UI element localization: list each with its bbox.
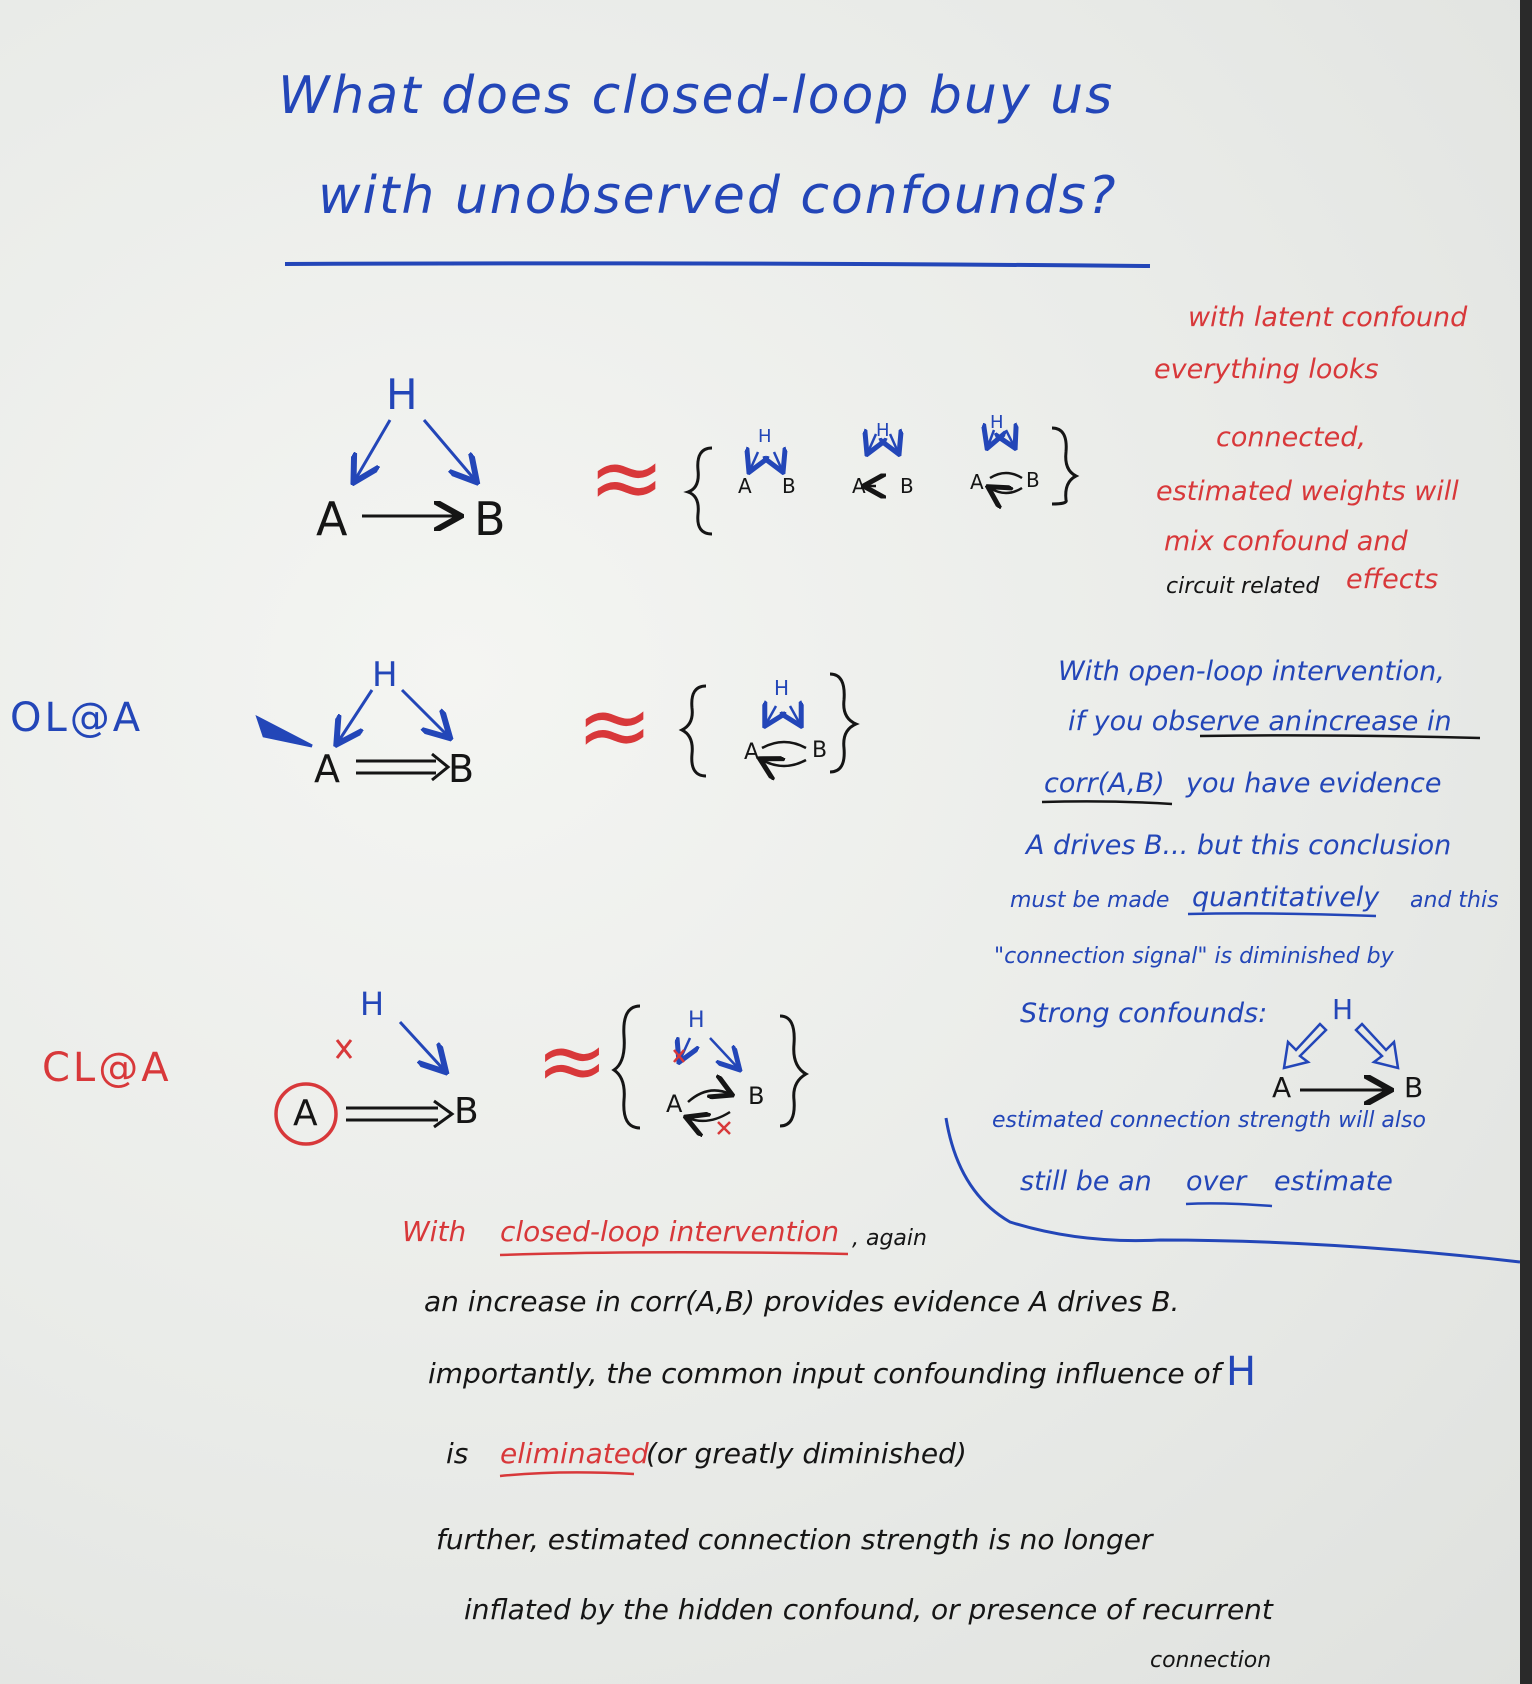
ol-note-line-5c: and this	[1410, 888, 1499, 913]
latent-note-line-6a: circuit related	[1166, 574, 1320, 599]
cl-note-line-4c: (or greatly diminished)	[646, 1437, 967, 1470]
approx-symbol-2: ≈	[576, 672, 654, 779]
ol-note-line-2a: if you observe an	[1068, 706, 1303, 737]
diagram-1-node-h: H	[386, 370, 418, 419]
cl-note-line-3b: H	[1226, 1349, 1257, 1395]
set-1-arrows	[750, 430, 1023, 493]
diagram-2-edges	[255, 688, 451, 782]
set-1-g2-h: H	[876, 420, 890, 441]
ol-note-line-3b: you have evidence	[1186, 768, 1442, 799]
set-1-g3-a: A	[970, 470, 984, 494]
ol-note-strong-b: B	[1404, 1071, 1424, 1104]
ol-note-line-7: Strong confounds:	[1020, 998, 1268, 1029]
closed-loop-circle	[274, 1082, 338, 1146]
title-underline	[284, 261, 1151, 268]
set-2-arrows	[762, 706, 807, 766]
diagram-3-node-b: B	[454, 1091, 479, 1132]
set-2-h: H	[774, 676, 790, 700]
set-3-h: H	[688, 1008, 705, 1033]
cl-note-line-1c: , again	[852, 1226, 927, 1251]
approx-symbol-1: ≈	[588, 424, 666, 531]
set-1-braces	[683, 426, 1080, 536]
diagram-1-node-b: B	[474, 492, 506, 546]
latent-note-line-5: mix confound and	[1164, 526, 1408, 557]
ol-note-strong-a: A	[1272, 1071, 1292, 1104]
set-1-g1-b: B	[782, 474, 796, 498]
set-1-g1-h: H	[758, 426, 772, 447]
cl-note-line-1b: closed-loop intervention	[500, 1215, 840, 1248]
diagram-3-edges	[274, 1020, 455, 1146]
set-1-g2-a: A	[852, 474, 866, 498]
thick-arrow-ol	[356, 752, 451, 782]
set-2-braces	[678, 672, 860, 778]
label-open-loop: OL@A	[10, 695, 144, 741]
diagram-2-node-a: A	[314, 747, 340, 791]
title-line-1: What does closed-loop buy us	[278, 66, 1115, 126]
note-underlines	[499, 734, 1481, 1478]
set-2-b: B	[812, 738, 828, 763]
cl-note-line-3a: importantly, the common input confoundin…	[428, 1357, 1221, 1390]
label-closed-loop: CL@A	[42, 1045, 172, 1091]
set-1-g3-b: B	[1026, 468, 1040, 492]
set-1-g3-h: H	[990, 412, 1004, 433]
latent-note-line-1: with latent confound	[1188, 302, 1468, 333]
ol-note-line-5b: quantitatively	[1192, 882, 1380, 913]
ol-note-line-8: estimated connection strength will also	[992, 1108, 1426, 1133]
set-2-a: A	[744, 740, 760, 765]
diagram-1-edges	[355, 419, 475, 516]
ol-note-line-4: A drives B... but this conclusion	[1026, 830, 1452, 861]
diagram-1-node-a: A	[316, 492, 348, 546]
latent-note-line-4: estimated weights will	[1156, 476, 1459, 507]
ol-note-line-1: With open-loop intervention,	[1058, 656, 1445, 687]
latent-note-line-2: everything looks	[1154, 354, 1379, 385]
diagram-2-node-h: H	[372, 655, 398, 695]
ol-note-line-6: "connection signal" is diminished by	[994, 944, 1394, 969]
ol-note-strong-h: H	[1332, 993, 1354, 1026]
cut-mark	[335, 1039, 353, 1059]
set-3-b: B	[748, 1082, 765, 1110]
set-3-arrows	[673, 1038, 738, 1134]
ol-note-line-5a: must be made	[1010, 888, 1170, 913]
set-1-g2-b: B	[900, 474, 914, 498]
diagram-3-node-h: H	[360, 985, 385, 1023]
diagram-3-node-a: A	[293, 1093, 318, 1134]
latent-note-line-6b: effects	[1346, 564, 1439, 595]
cl-note-line-4b: eliminated	[500, 1437, 649, 1470]
cl-note-line-6: inflated by the hidden confound, or pres…	[464, 1593, 1273, 1626]
cl-note-line-4a: is	[446, 1437, 469, 1470]
cl-note-line-7: connection	[1150, 1648, 1272, 1673]
thick-arrow-cl	[346, 1099, 455, 1129]
cl-note-line-2: an increase in corr(A,B) provides eviden…	[424, 1285, 1180, 1318]
diagram-2-node-b: B	[448, 747, 475, 791]
ol-note-line-9c: estimate	[1274, 1166, 1393, 1197]
ol-note-line-2b: increase in	[1304, 706, 1452, 737]
strong-confounds-diagram	[1282, 1022, 1400, 1090]
ol-note-line-9b: over	[1186, 1166, 1247, 1197]
latent-note-line-3: connected,	[1216, 422, 1366, 453]
open-loop-note-bracket	[944, 1117, 1521, 1264]
cl-note-line-1a: With	[402, 1215, 467, 1248]
ol-note-line-3a: corr(A,B)	[1044, 768, 1165, 799]
set-3-a: A	[666, 1090, 683, 1118]
whiteboard-frame-edge	[1520, 0, 1532, 1684]
approx-symbol-3: ≈	[536, 1011, 609, 1111]
title-line-2: with unobserved confounds?	[318, 166, 1118, 226]
cl-note-line-5: further, estimated connection strength i…	[436, 1523, 1153, 1556]
set-3-braces	[611, 1004, 810, 1130]
set-1-g1-a: A	[738, 474, 752, 498]
ol-note-line-9a: still be an	[1020, 1166, 1152, 1197]
intervention-wedge	[255, 714, 313, 748]
